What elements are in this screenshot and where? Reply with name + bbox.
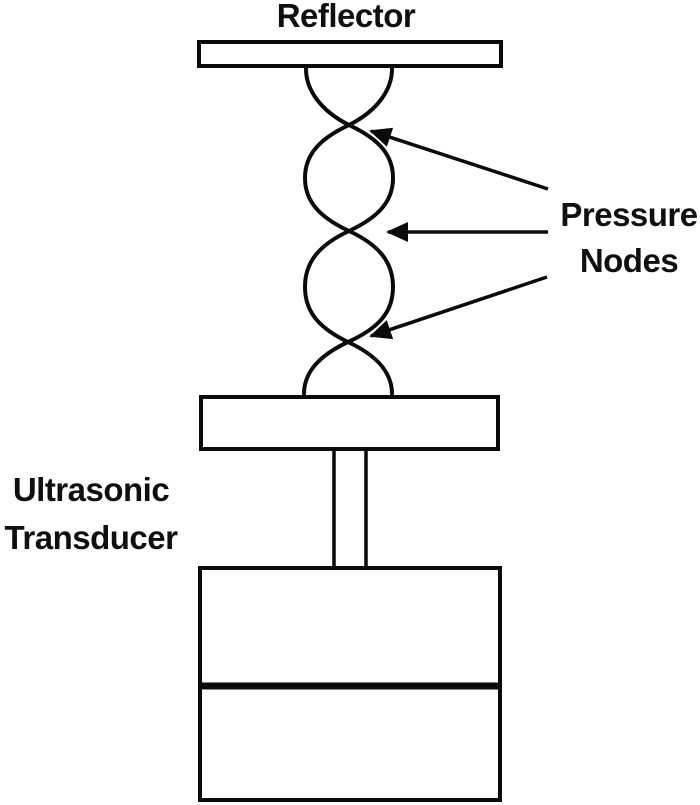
standing-wave-curve-right [302,67,396,396]
transducer-horn-plate [199,395,500,451]
pressure-node-arrow-bottom [369,275,548,340]
pressure-nodes-label: Pressure Nodes [529,192,700,284]
reflector-label: Reflector [276,0,416,34]
ultrasonic-transducer-label: Ultrasonic Transducer [0,466,182,562]
pressure-nodes-label-line1: Pressure [560,196,698,233]
pressure-nodes-label-line2: Nodes [579,242,679,279]
transducer-label-line2: Transducer [4,519,178,556]
pressure-node-arrow-top [369,127,549,191]
reflector-plate [197,40,503,68]
transducer-label-line1: Ultrasonic [12,471,170,508]
